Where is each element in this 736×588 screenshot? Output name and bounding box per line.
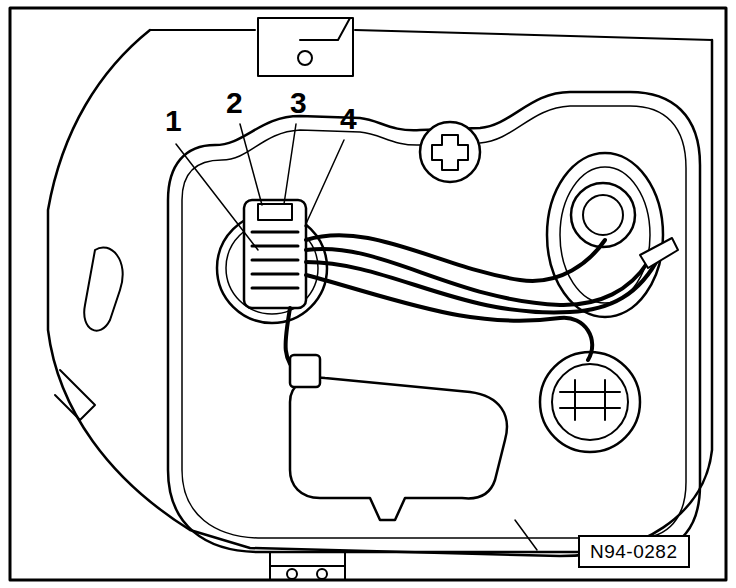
connector-latch (258, 204, 292, 220)
bulb-housing-ring (560, 167, 650, 303)
housing-outline (48, 30, 712, 556)
mounting-tab (55, 370, 95, 420)
screw (298, 51, 312, 65)
bracket-detail (300, 18, 350, 40)
adjuster-cap (420, 122, 480, 182)
bulb-socket (571, 183, 635, 247)
leader-lines (176, 124, 537, 550)
frame (10, 8, 726, 580)
housing-top (150, 30, 712, 40)
wiring-harness (286, 235, 660, 375)
bulb-housing (547, 153, 663, 317)
connector-plug (244, 200, 306, 308)
callout-number: 4 (340, 104, 357, 134)
callout-number: 2 (226, 88, 243, 118)
wire-clip (640, 238, 678, 268)
bottom-tab (270, 552, 345, 580)
tab-hole (287, 569, 297, 579)
connector-pins (252, 232, 298, 288)
figure-number: N94-0282 (590, 542, 678, 561)
bulb-socket-lower (552, 364, 628, 440)
tab-hole (317, 569, 327, 579)
bulb-grip (560, 380, 620, 420)
mounting-slot (84, 247, 122, 330)
inner-panel-rim (182, 106, 686, 538)
callout-number: 1 (165, 106, 182, 136)
figure-number-box: N94-0282 (578, 535, 690, 568)
top-bracket (258, 18, 353, 76)
wire-plug (290, 355, 320, 387)
callout-number: 3 (290, 88, 307, 118)
inner-panel (168, 92, 700, 552)
bulb (583, 195, 623, 235)
bulb-housing-lower (540, 352, 640, 452)
adjuster-slot (432, 135, 468, 170)
access-cover (290, 377, 507, 520)
